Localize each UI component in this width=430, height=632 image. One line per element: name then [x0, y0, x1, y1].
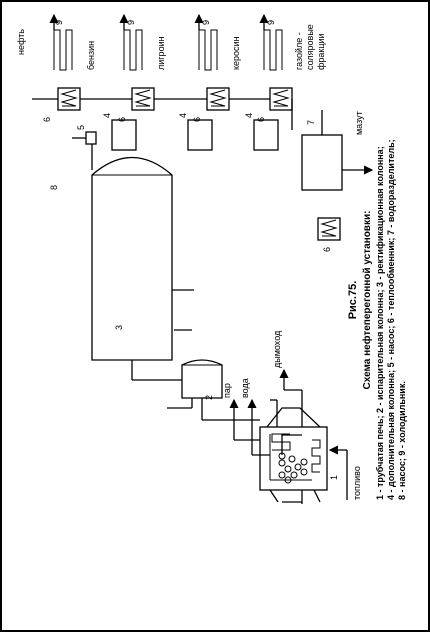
- label-ligroin: лигроин: [156, 36, 166, 70]
- cooler-1: [53, 29, 73, 71]
- product-arrows: [49, 13, 269, 30]
- label-num-9d: 9: [266, 20, 276, 25]
- evaporator-column: [167, 359, 260, 421]
- cooler-4: [263, 29, 283, 71]
- heat-exchanger-2: [131, 87, 155, 111]
- label-num-6b: 6: [117, 117, 127, 122]
- distillate-header: [32, 98, 293, 130]
- label-gasoil-1: газойле -: [294, 32, 304, 70]
- pump: [72, 131, 97, 170]
- heat-exchanger-4: [269, 87, 293, 111]
- label-gasoil-2: соляровые: [305, 24, 315, 70]
- label-num-4a: 4: [102, 113, 112, 118]
- legend-line-3: 8 - насос; 9 - холодильник.: [397, 381, 407, 500]
- utility-lines: [229, 368, 303, 456]
- label-num-6c: 6: [192, 117, 202, 122]
- fuel-inlet: [282, 445, 348, 504]
- additional-column-2: [187, 119, 213, 151]
- label-num-3: 3: [114, 325, 124, 330]
- figure-title: Рис.75.: [347, 280, 359, 320]
- additional-column-1: [111, 119, 137, 151]
- label-steam: пар: [222, 383, 232, 398]
- label-num-6e: 6: [322, 247, 332, 252]
- label-num-6a: 6: [42, 117, 52, 122]
- label-num-4b: 4: [178, 113, 188, 118]
- label-kerosene: керосин: [231, 36, 241, 70]
- label-num-2: 2: [204, 395, 214, 400]
- cooler-3: [198, 29, 218, 71]
- label-num-4c: 4: [244, 113, 254, 118]
- heat-exchanger-3: [206, 87, 230, 111]
- label-num-1: 1: [329, 475, 339, 480]
- label-num-6d: 6: [256, 117, 266, 122]
- label-water: вода: [240, 378, 250, 398]
- label-fuel: топливо: [352, 466, 362, 500]
- tube-furnace: [259, 407, 328, 503]
- label-oil: нефть: [16, 29, 26, 55]
- label-num-9a: 9: [54, 20, 64, 25]
- label-num-7: 7: [306, 120, 316, 125]
- label-num-5: 5: [76, 125, 86, 130]
- legend-line-1: 1 - трубчатая печь; 2 - испарительная ко…: [375, 146, 385, 500]
- label-gasoline: бензин: [86, 41, 96, 70]
- water-separator: [301, 110, 374, 191]
- label-flue: дымоход: [272, 330, 282, 368]
- label-num-9b: 9: [126, 20, 136, 25]
- cooler-2: [123, 29, 143, 71]
- figure-subtitle: Схема нефтеперегонной установки:: [362, 210, 373, 390]
- label-gasoil-3: фракции: [316, 33, 326, 70]
- figure-legend: 1 - трубчатая печь; 2 - испарительная ко…: [375, 80, 408, 500]
- label-num-9c: 9: [201, 20, 211, 25]
- label-fuel-oil: мазут: [354, 111, 364, 135]
- legend-line-2: 4 - дополнительная колонна; 5 - насос; 6…: [386, 139, 396, 500]
- heat-exchanger-1: [57, 87, 81, 111]
- additional-column-3: [253, 119, 279, 151]
- rectification-column: [91, 156, 194, 381]
- label-pump-8: 8: [49, 185, 59, 190]
- heat-exchanger-5: [317, 217, 341, 241]
